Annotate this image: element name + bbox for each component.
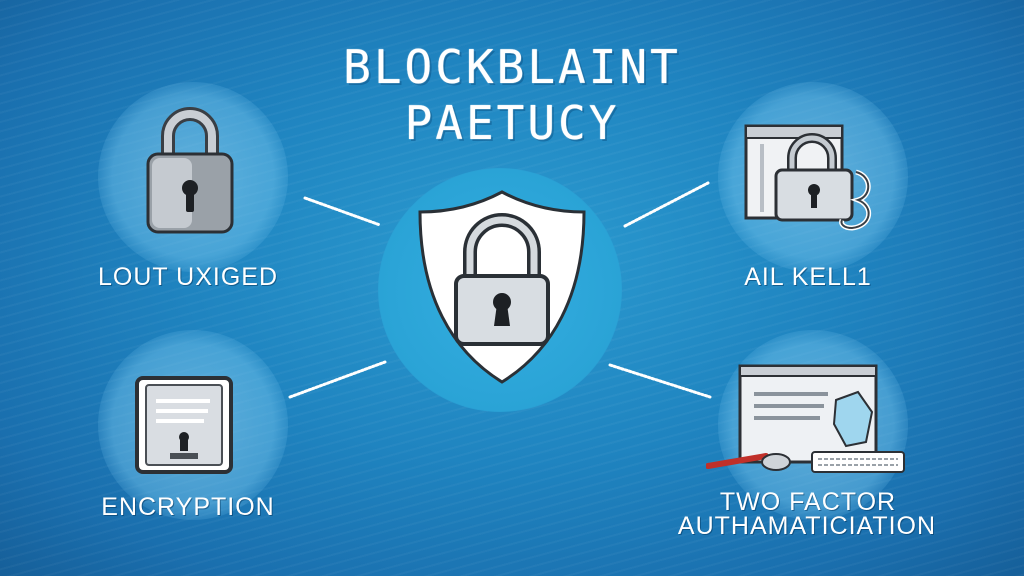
node-label-bottom-left: ENCRYPTION bbox=[101, 493, 275, 521]
diagram-title-line-2: PAETUCY bbox=[404, 96, 620, 150]
node-label-bottom-right-line-2: AUTHAMATICIATION bbox=[677, 512, 937, 540]
connector-bottom-right bbox=[608, 363, 712, 399]
padlock-icon bbox=[146, 107, 234, 234]
connector-top-left bbox=[303, 196, 382, 227]
window-lock-icon bbox=[744, 124, 871, 231]
computer-keyboard-icon bbox=[706, 364, 905, 473]
node-label-top-right: AIL KELL1 bbox=[744, 263, 872, 291]
node-label-top-left: LOUT UXIGED bbox=[97, 263, 279, 291]
document-icon bbox=[135, 376, 233, 474]
connector-bottom-left bbox=[288, 360, 387, 399]
node-label-bottom-right-line-1: TWO FACTOR bbox=[719, 488, 897, 516]
shield-lock-icon bbox=[418, 190, 586, 384]
diagram-title-line-1: BLOCKBLAINT bbox=[343, 40, 681, 94]
connector-top-right bbox=[623, 181, 710, 228]
